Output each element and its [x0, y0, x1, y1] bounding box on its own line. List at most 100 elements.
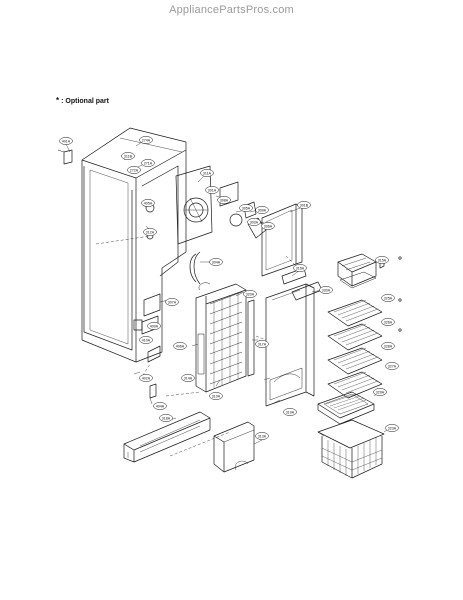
- callout-bubble: [121, 152, 135, 160]
- ice-tray: [337, 253, 377, 289]
- callout-label: 312A: [146, 230, 155, 234]
- callout-bubble: [173, 342, 187, 350]
- callout-label: 409A: [150, 324, 159, 328]
- callout-bubble: [181, 374, 195, 382]
- callout-label: 309A: [258, 208, 267, 212]
- drain-bracket: [189, 251, 201, 285]
- callout-label: 308A: [220, 198, 229, 202]
- drain-pan: [123, 411, 211, 463]
- callout-bubble: [217, 196, 231, 204]
- shelf-1: [327, 299, 383, 327]
- callout-label: 328A: [384, 344, 393, 348]
- callout-bubble: [381, 318, 395, 326]
- callout-label: 330A: [322, 288, 331, 292]
- callout-325a: 325A: [381, 294, 395, 302]
- callout-319a: 319A: [283, 408, 297, 416]
- callout-328a: 328A: [381, 342, 395, 350]
- callout-bubble: [385, 362, 399, 370]
- callout-label: 272A: [130, 168, 139, 172]
- callout-311a: 311A: [200, 169, 214, 177]
- callout-label: 319A: [286, 410, 295, 414]
- callout-bubble: [209, 258, 223, 266]
- callout-316a: 316A: [293, 264, 307, 272]
- cabinet-shell: [57, 127, 187, 363]
- callout-313a: 313A: [255, 432, 269, 440]
- callout-310a: 310A: [209, 392, 223, 400]
- callout-272a: 272A: [127, 166, 141, 174]
- ice-chute: [213, 421, 255, 473]
- callout-bubble: [255, 340, 269, 348]
- callout-label: 315A: [378, 258, 387, 262]
- callout-label: 406A: [176, 344, 185, 348]
- callout-bubble: [59, 137, 73, 145]
- callout-bubble: [127, 166, 141, 174]
- callout-308a: 308A: [217, 196, 231, 204]
- wire-basket: [317, 419, 385, 479]
- callout-309a: 309A: [255, 206, 269, 214]
- callout-label: 305A: [242, 206, 251, 210]
- callout-318a: 318A: [159, 414, 173, 422]
- callout-label: 320A: [246, 292, 255, 296]
- callout-bubble: [283, 408, 297, 416]
- callout-303a: 303A: [247, 218, 261, 226]
- callout-330a: 330A: [319, 286, 333, 294]
- callout-label: 301B: [300, 203, 309, 207]
- callout-bubble: [247, 218, 261, 226]
- callout-label: 313A: [258, 434, 267, 438]
- callout-bubble: [205, 186, 219, 194]
- callout-label: 404A: [156, 404, 165, 408]
- callout-312a: 312A: [143, 228, 157, 236]
- callout-bubble: [255, 432, 269, 440]
- callout-bubble: [141, 199, 155, 207]
- evaporator-cover: [265, 281, 323, 407]
- callout-label: 316A: [296, 266, 305, 270]
- shelf-2: [327, 323, 383, 351]
- optional-part-note: *: Optional part: [56, 96, 109, 105]
- callout-bubble: [143, 228, 157, 236]
- leader-lines: [65, 141, 391, 445]
- callout-label: 323A: [388, 426, 397, 430]
- callout-label: 401A: [62, 139, 71, 143]
- callout-bubble: [293, 264, 307, 272]
- shelf-3: [327, 347, 383, 375]
- callout-label: 405A: [144, 201, 153, 205]
- callout-label: 318A: [162, 416, 171, 420]
- callout-405a: 405A: [141, 199, 155, 207]
- callout-306a: 306A: [261, 222, 275, 230]
- evaporator-coil: [195, 282, 247, 393]
- site-watermark: AppliancePartsPros.com: [169, 4, 294, 16]
- callout-315a: 315A: [375, 256, 389, 264]
- callout-404a: 404A: [153, 402, 167, 410]
- callout-bubble: [139, 136, 153, 144]
- callout-bubble: [385, 424, 399, 432]
- callout-410a: 410A: [139, 336, 153, 344]
- wire-shelves: [327, 299, 383, 399]
- callout-bubble: [381, 294, 395, 302]
- callout-label: 317A: [258, 342, 267, 346]
- callout-406a: 406A: [173, 342, 187, 350]
- callout-409a: 409A: [147, 322, 161, 330]
- callout-bubble: [373, 388, 387, 396]
- callout-bubble: [381, 342, 395, 350]
- callout-label: 314A: [184, 376, 193, 380]
- callout-label: 271A: [144, 161, 153, 165]
- callout-305a: 305A: [239, 204, 253, 212]
- callout-274a: 274A: [139, 136, 153, 144]
- callout-bubble: [139, 336, 153, 344]
- callout-326a: 326A: [381, 318, 395, 326]
- callout-label: 329A: [376, 390, 385, 394]
- callout-327a: 327A: [385, 362, 399, 370]
- callout-bubble: [141, 159, 155, 167]
- callout-bubble: [375, 256, 389, 264]
- callout-402a: 402A: [139, 374, 153, 382]
- callout-label: 307A: [168, 300, 177, 304]
- callout-bubble: [261, 222, 275, 230]
- callout-bubble: [165, 298, 179, 306]
- callout-label: 274A: [142, 138, 151, 142]
- callout-label: 311A: [203, 171, 212, 175]
- callout-323a: 323A: [385, 424, 399, 432]
- callout-320a: 320A: [243, 290, 257, 298]
- callout-301b: 301B: [297, 201, 311, 209]
- callout-bubble: [255, 206, 269, 214]
